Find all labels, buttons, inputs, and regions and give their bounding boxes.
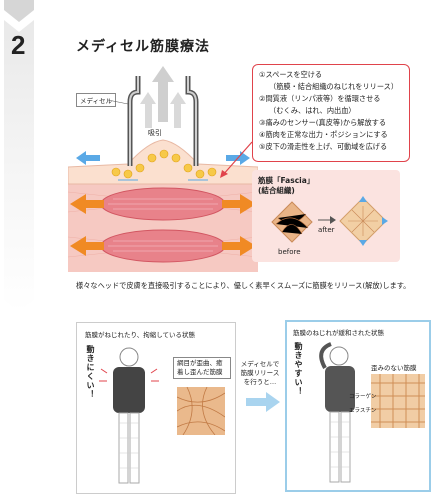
benefit-item: ⑤皮下の滑走性を上げ、可動域を広げる [259, 142, 388, 151]
after-bubble-title: 歪みのない筋膜 [371, 364, 417, 372]
before-panel: 筋膜がねじれたり、拘縮している状態 動きにくい！ 網目が歪曲、癒着し歪んだ筋膜 [76, 322, 236, 494]
page-title: メディセル筋膜療法 [76, 39, 211, 55]
fascia-arrow [318, 216, 336, 224]
before-caption: 筋膜がねじれたり、拘縮している状態 [85, 331, 196, 339]
step-chevron-band [4, 0, 34, 312]
benefit-item: ④筋肉を正常な出力・ポジションにする [259, 130, 388, 139]
transition-arrow [246, 392, 280, 412]
benefit-item: （むくみ、はれ、内出血） [269, 106, 356, 115]
device-label-leader [108, 99, 128, 105]
fascia-title-line2: (結合組織) [258, 186, 295, 195]
transition-text: メディセルで筋膜リリースを行うと… [240, 360, 280, 386]
before-bubble: 網目が歪曲、癒着し歪んだ筋膜 [173, 357, 231, 379]
benefits-box: ①スペースを空ける （筋膜・結合組織のねじれをリリース） ②間質液（リンパ液等）… [252, 64, 410, 162]
fascia-after-label: after [318, 226, 335, 234]
device-label: メディセル [76, 93, 117, 107]
benefits-pointer [220, 141, 253, 178]
fascia-after-image [339, 196, 388, 246]
suction-diagram [68, 66, 258, 272]
before-fascia-swatch [177, 387, 225, 435]
fascia-title: 筋膜「Fascia」 (結合組織) [258, 176, 314, 196]
elastin-label: エラスチン [349, 408, 377, 414]
benefit-item: ①スペースを空ける [259, 70, 323, 79]
after-fascia-swatch [371, 374, 425, 428]
after-caption: 筋膜のねじれが緩和された状態 [293, 329, 384, 337]
collagen-label: コラーゲン [349, 394, 377, 400]
fascia-before-image [271, 201, 313, 243]
before-person-figure [99, 347, 159, 484]
after-panel: 筋膜のねじれが緩和された状態 動きやすい！ 歪みのない筋膜 コラーゲン エラスチ… [285, 320, 431, 492]
benefit-item: （筋膜・結合組織のねじれをリリース） [269, 82, 399, 91]
benefit-item: ②間質液（リンパ液等）を循環させる [259, 94, 381, 103]
after-side-text: 動きやすい！ [294, 342, 303, 396]
benefit-item: ③痛みのセンサー(真皮等)から解放する [259, 118, 387, 127]
fascia-before-label: before [278, 248, 301, 256]
description-text: 様々なヘッドで皮膚を直接吸引することにより、優しく素早くスムーズに筋膜をリリース… [76, 281, 411, 290]
step-number: 2 [11, 30, 26, 60]
before-side-text: 動きにくい！ [86, 345, 95, 399]
fascia-title-line1: 筋膜「Fascia」 [258, 176, 315, 185]
suction-label: 吸引 [148, 129, 162, 137]
after-person-figure [319, 342, 355, 483]
